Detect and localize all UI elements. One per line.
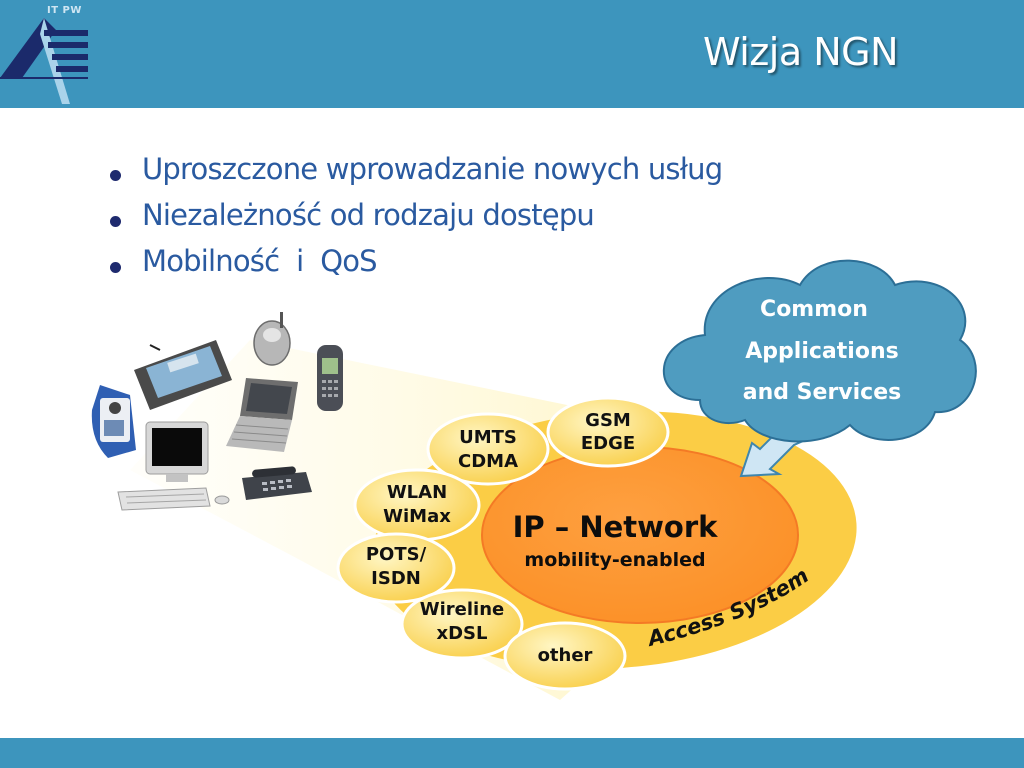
access-node-other: other bbox=[503, 621, 627, 691]
node-label-line1: WLAN bbox=[387, 482, 447, 503]
logo-text: IT PW bbox=[47, 5, 82, 16]
logo-icon bbox=[0, 18, 88, 104]
bullet-text: Niezależność od rodzaju dostępu bbox=[142, 198, 595, 232]
bullet-text: Mobilność i QoS bbox=[142, 244, 378, 278]
access-node-wireline: Wireline xDSL bbox=[400, 588, 524, 660]
desktop-pc-icon bbox=[117, 421, 230, 511]
node-label-line1: Wireline bbox=[420, 599, 504, 620]
node-label-line2: xDSL bbox=[437, 623, 488, 644]
bullet-text: Uproszczone wprowadzanie nowych usług bbox=[142, 152, 723, 186]
access-node-pots: POTS/ ISDN bbox=[336, 532, 456, 604]
header-bar: IT PW Wizja NGN bbox=[0, 0, 1024, 108]
access-node-wlan: WLAN WiMax bbox=[353, 468, 481, 542]
bullet-dot-icon bbox=[110, 170, 121, 181]
node-label-line1: other bbox=[538, 645, 593, 666]
node-label-line2: WiMax bbox=[383, 506, 451, 527]
tablet-pc-icon bbox=[134, 340, 232, 410]
mobile-phone-icon bbox=[317, 345, 343, 411]
node-label-line2: CDMA bbox=[458, 451, 518, 472]
services-cloud: Common Applications and Services bbox=[662, 259, 977, 443]
access-node-gsm: GSM EDGE bbox=[546, 396, 670, 468]
cloud-line1: Common bbox=[760, 297, 868, 322]
cordless-phone-icon bbox=[253, 312, 291, 366]
footer-bar bbox=[0, 738, 1024, 768]
laptop-icon bbox=[226, 378, 298, 452]
bullet-list: Uproszczone wprowadzanie nowych usług Ni… bbox=[108, 152, 723, 290]
node-label-line1: UMTS bbox=[459, 427, 517, 448]
node-label-line2: ISDN bbox=[371, 568, 421, 589]
pda-icon bbox=[91, 385, 136, 458]
node-label-line2: EDGE bbox=[581, 433, 635, 454]
cloud-line2: Applications bbox=[745, 339, 898, 364]
bullet-item: Niezależność od rodzaju dostępu bbox=[108, 198, 722, 244]
bullet-dot-icon bbox=[110, 262, 121, 273]
node-label-line1: POTS/ bbox=[366, 544, 427, 565]
desk-phone-icon bbox=[242, 466, 312, 500]
bullet-dot-icon bbox=[110, 216, 121, 227]
core-subtitle: mobility-enabled bbox=[524, 549, 705, 571]
slide-title: Wizja NGN bbox=[703, 30, 898, 74]
node-label-line1: GSM bbox=[585, 410, 631, 431]
access-node-umts: UMTS CDMA bbox=[426, 412, 550, 486]
bullet-item: Uproszczone wprowadzanie nowych usług bbox=[108, 152, 723, 198]
bullet-item: Mobilność i QoS bbox=[108, 244, 722, 290]
cloud-line3: and Services bbox=[743, 380, 901, 405]
core-title: IP – Network bbox=[513, 510, 719, 544]
